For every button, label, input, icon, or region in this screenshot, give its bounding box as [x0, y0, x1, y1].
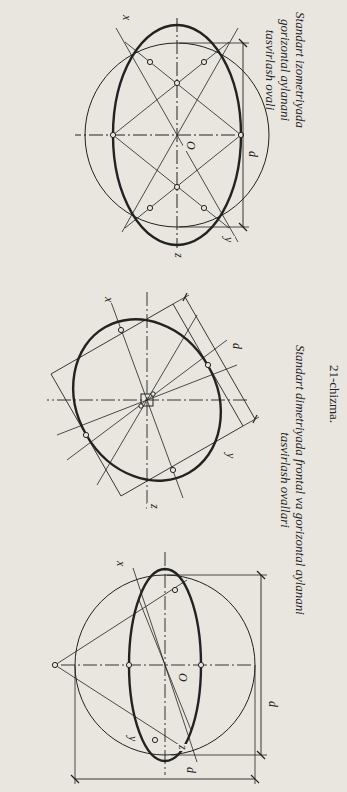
axis-label: y — [125, 735, 139, 742]
axis-label: x — [119, 14, 133, 21]
figure-caption: 21-chizma. — [326, 365, 341, 423]
dimetric-horizontal-oval — [52, 552, 267, 784]
dimension-label: d — [229, 342, 243, 350]
axis-label: x — [101, 296, 115, 303]
axis-label: z — [147, 503, 161, 510]
axis-label: z — [175, 744, 189, 751]
figure-title: Standart izometriyada gorizontal aylanan… — [262, 0, 307, 140]
dimetric-frontal-oval — [44, 292, 259, 512]
isometric-oval — [75, 18, 269, 248]
dimension-label: d — [265, 700, 279, 708]
axis-label: z — [171, 252, 185, 259]
axis-label: x — [113, 560, 127, 567]
dimension-label: d — [183, 766, 197, 774]
center-label: O — [183, 140, 197, 151]
dimension-label: d — [245, 150, 259, 158]
axis-label: y — [223, 452, 237, 459]
axis-label: y — [221, 236, 235, 243]
figure-title: Standart dimetriyada frontal va gorizont… — [277, 330, 307, 630]
center-label: O — [175, 672, 189, 683]
